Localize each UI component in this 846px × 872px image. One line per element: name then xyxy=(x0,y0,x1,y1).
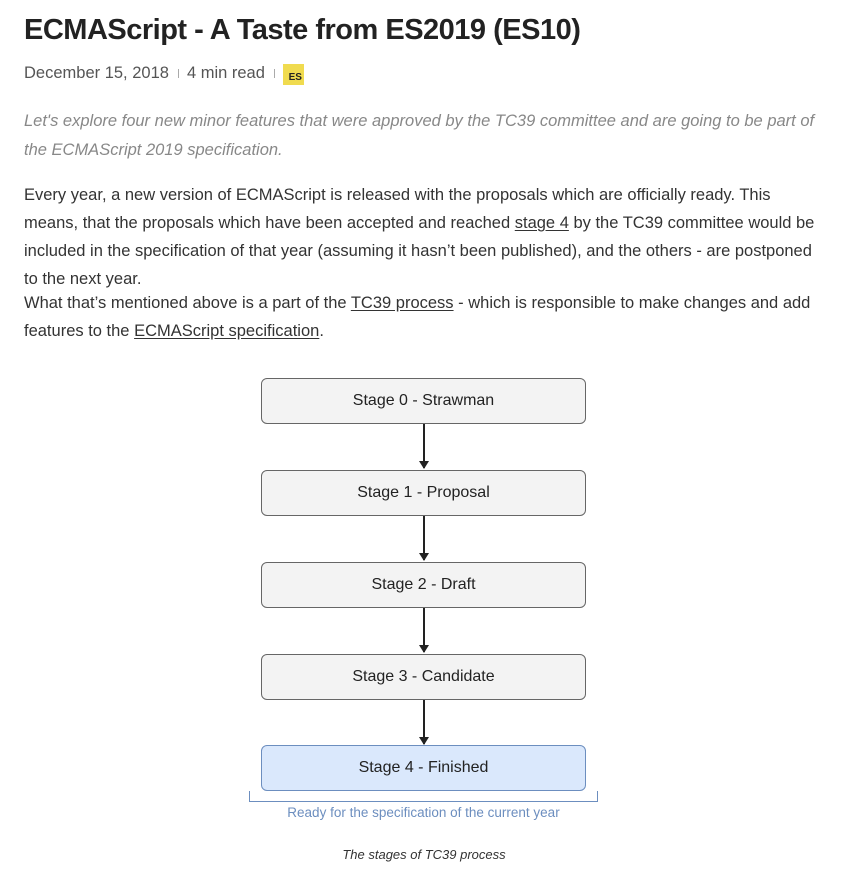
paragraph-text: Every year, a new version of ECMAScript … xyxy=(24,186,771,232)
paragraph-tc39-process: What that’s mentioned above is a part of… xyxy=(24,289,829,345)
bracket-indicator xyxy=(249,791,598,802)
diagram-caption: The stages of TC39 process xyxy=(342,847,506,862)
paragraph-release-cycle: Every year, a new version of ECMAScript … xyxy=(24,181,829,293)
article-title: ECMAScript - A Taste from ES2019 (ES10) xyxy=(24,14,581,46)
arrow-down-icon xyxy=(419,424,429,469)
paragraph-text: by the TC39 committee would be included … xyxy=(24,214,815,288)
stage-2-box: Stage 2 - Draft xyxy=(261,562,586,608)
es-tag-badge[interactable]: ES xyxy=(282,63,304,85)
arrow-down-icon xyxy=(419,608,429,653)
stage-4-link[interactable]: stage 4 xyxy=(514,214,569,232)
tc39-stages-diagram: Stage 0 - Strawman Stage 1 - Proposal St… xyxy=(0,370,846,870)
es-tag-label: ES xyxy=(288,71,302,83)
read-time: 4 min read xyxy=(186,63,265,82)
stage-1-box: Stage 1 - Proposal xyxy=(261,470,586,516)
stage-3-box: Stage 3 - Candidate xyxy=(261,654,586,700)
stage-0-box: Stage 0 - Strawman xyxy=(261,378,586,424)
arrow-down-icon xyxy=(419,516,429,561)
stage-4-box: Stage 4 - Finished xyxy=(261,745,586,791)
ecmascript-spec-link[interactable]: ECMAScript specification xyxy=(134,322,320,340)
meta-divider xyxy=(273,68,275,78)
arrow-down-icon xyxy=(419,700,429,745)
paragraph-text: . xyxy=(319,322,324,340)
final-stage-note: Ready for the specification of the curre… xyxy=(287,805,560,820)
publish-date: December 15, 2018 xyxy=(24,63,169,82)
paragraph-text: - which is responsible to make changes a… xyxy=(24,294,811,340)
paragraph-text: What that’s mentioned above is a part of… xyxy=(24,294,351,312)
article-intro: Let's explore four new minor features th… xyxy=(24,112,815,159)
article-meta: December 15, 2018 4 min read ES xyxy=(24,61,304,85)
tc39-process-link[interactable]: TC39 process xyxy=(350,294,454,312)
meta-divider xyxy=(177,68,179,78)
